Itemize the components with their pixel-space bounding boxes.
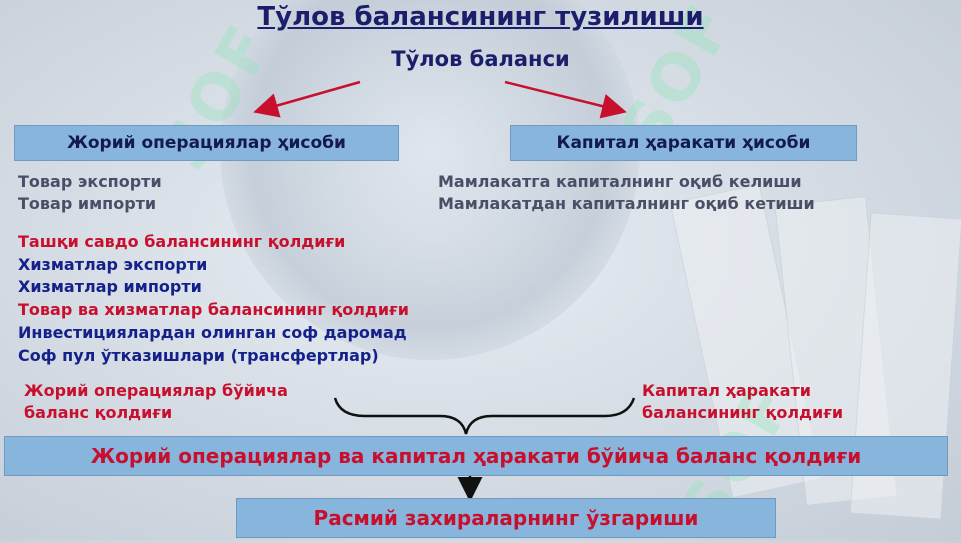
capital-item: Мамлакатдан капиталнинг оқиб кетиши	[438, 194, 815, 213]
curly-brace	[333, 397, 636, 435]
current-item: Товар экспорти	[18, 172, 162, 191]
arrow-right	[504, 80, 627, 119]
current-item: Товар импорти	[18, 194, 157, 213]
background-globe	[220, 0, 640, 360]
current-balance-label: Жорий операциялар бўйича	[24, 381, 288, 400]
capital-balance-label: Капитал ҳаракати	[642, 381, 812, 400]
combined-balance-box: Жорий операциялар ва капитал ҳаракати бў…	[4, 436, 948, 476]
current-balance-label: баланс қолдиғи	[24, 403, 173, 422]
current-item: Товар ва хизматлар балансининг қолдиғи	[18, 300, 409, 319]
diagram-root-label: Тўлов баланси	[391, 47, 570, 71]
current-item: Хизматлар импорти	[18, 277, 202, 296]
current-account-box: Жорий операциялар ҳисоби	[14, 125, 399, 161]
reserves-change-box: Расмий захираларнинг ўзгариши	[236, 498, 776, 538]
current-item: Хизматлар экспорти	[18, 255, 208, 274]
current-item: Ташқи савдо балансининг қолдиғи	[18, 232, 346, 251]
capital-item: Мамлакатга капиталнинг оқиб келиши	[438, 172, 802, 191]
capital-account-box: Капитал ҳаракати ҳисоби	[510, 125, 857, 161]
current-item: Соф пул ўтказишлари (трансфертлар)	[18, 346, 379, 365]
capital-balance-label: балансининг қолдиғи	[642, 403, 844, 422]
arrow-left	[253, 80, 361, 118]
current-item: Инвестициялардан олинган соф даромад	[18, 323, 407, 342]
page-title: Тўлов балансининг тузилиши	[257, 2, 704, 32]
